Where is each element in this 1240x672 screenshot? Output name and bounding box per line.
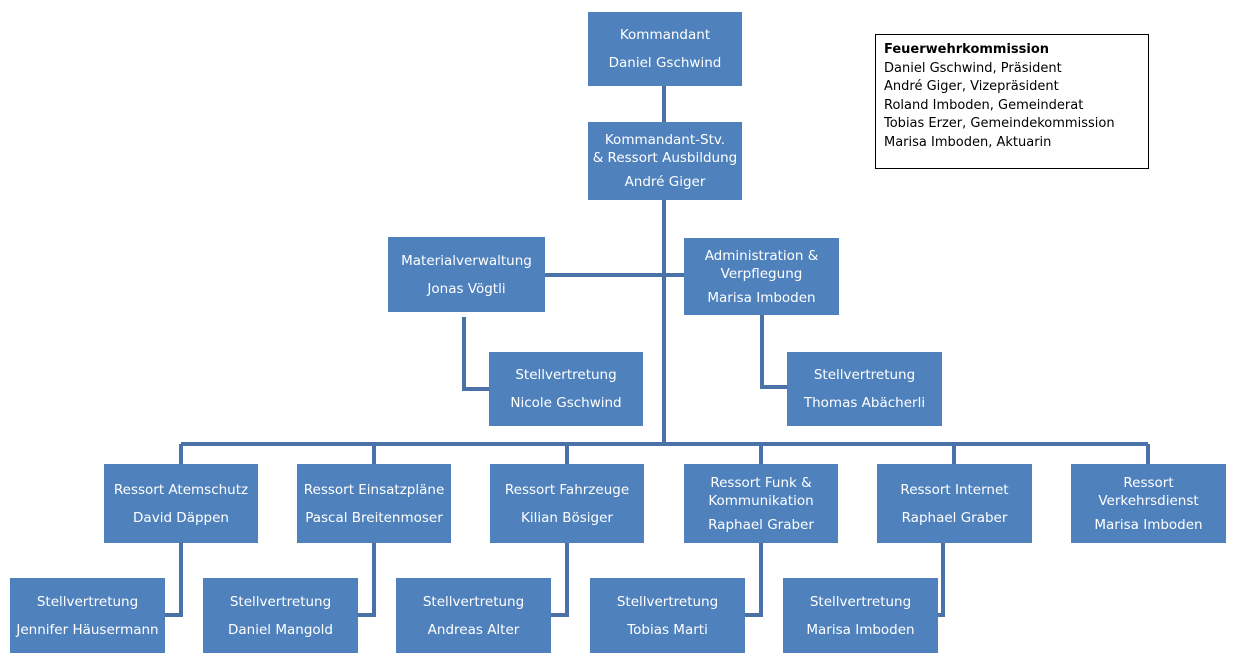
- material-box: Materialverwaltung Jonas Vögtli: [388, 237, 545, 312]
- ressort-deputy-box: Stellvertretung Jennifer Häusermann: [10, 578, 165, 653]
- commission-member: Marisa Imboden, Aktuarin: [884, 134, 1052, 150]
- material-name: Jonas Vögtli: [427, 280, 506, 297]
- ressort-deputy-name: Jennifer Häusermann: [16, 621, 159, 638]
- commission-member: Roland Imboden, Gemeinderat: [884, 97, 1084, 113]
- ressort-deputy-box: Stellvertretung Tobias Marti: [590, 578, 745, 653]
- commission-member: Tobias Erzer, Gemeindekommission: [884, 116, 1115, 131]
- admin-deputy-role: Stellvertretung: [813, 367, 916, 383]
- ressort-name: David Däppen: [133, 509, 229, 526]
- material-role: Materialverwaltung: [401, 252, 532, 269]
- commission-member: Daniel Gschwind, Präsident: [884, 60, 1062, 76]
- ressort-deputy-role: Stellvertretung: [616, 593, 719, 610]
- ressort-deputy-role: Stellvertretung: [36, 593, 139, 610]
- deputy-commander-box: Kommandant-Stv. & Ressort Ausbildung And…: [588, 122, 742, 200]
- admin-box: Administration & Verpflegung Marisa Imbo…: [684, 238, 839, 315]
- ressort-role: Ressort Fahrzeuge: [504, 481, 630, 498]
- commission-member: André Giger, Vizepräsident: [884, 79, 1059, 94]
- ressort-name: Raphael Graber: [901, 509, 1008, 526]
- commander-name: Daniel Gschwind: [608, 55, 722, 71]
- connector-material-deputy: [462, 317, 489, 391]
- ressort-deputy-box: Stellvertretung Andreas Alter: [396, 578, 551, 653]
- admin-name: Marisa Imboden: [707, 289, 816, 306]
- deputy-commander-name: André Giger: [624, 174, 706, 190]
- commission-title: Feuerwehrkommission: [884, 42, 1050, 57]
- ressort-deputy-role: Stellvertretung: [422, 593, 525, 610]
- ressort-role: Ressort Internet: [900, 481, 1009, 498]
- material-deputy-role: Stellvertretung: [515, 367, 617, 383]
- ressort-role: Ressort Atemschutz: [113, 481, 249, 498]
- ressort-role: Ressort Funk & Kommunikation: [708, 474, 814, 509]
- material-deputy-box: Stellvertretung Nicole Gschwind: [489, 352, 643, 426]
- ressort-funk-box: Ressort Funk & Kommunikation Raphael Gra…: [684, 464, 838, 543]
- admin-deputy-box: Stellvertretung Thomas Abächerli: [787, 352, 942, 426]
- ressort-deputy-role: Stellvertretung: [229, 593, 332, 610]
- ressort-fahrzeuge-box: Ressort Fahrzeuge Kilian Bösiger: [490, 464, 644, 543]
- commission-legend: Feuerwehrkommission Daniel Gschwind, Prä…: [875, 34, 1149, 169]
- ressort-name: Marisa Imboden: [1094, 516, 1203, 533]
- commander-role: Kommandant: [619, 27, 711, 43]
- ressort-verkehrsdienst-box: Ressort Verkehrsdienst Marisa Imboden: [1071, 464, 1226, 543]
- ressort-deputy-role: Stellvertretung: [809, 593, 912, 610]
- admin-deputy-name: Thomas Abächerli: [803, 395, 926, 411]
- ressort-deputy-box: Stellvertretung Daniel Mangold: [203, 578, 358, 653]
- commander-box: Kommandant Daniel Gschwind: [588, 12, 742, 86]
- ressort-deputy-name: Andreas Alter: [427, 621, 520, 638]
- ressort-name: Raphael Graber: [708, 516, 814, 533]
- ressort-deputy-name: Marisa Imboden: [806, 621, 915, 638]
- ressort-role: Ressort Einsatzpläne: [303, 481, 445, 498]
- connector-admin-deputy: [760, 315, 787, 389]
- ressort-internet-box: Ressort Internet Raphael Graber: [877, 464, 1032, 543]
- ressort-deputy-box: Stellvertretung Marisa Imboden: [783, 578, 938, 653]
- ressort-atemschutz-box: Ressort Atemschutz David Däppen: [104, 464, 258, 543]
- material-deputy-name: Nicole Gschwind: [510, 395, 622, 411]
- ressort-role: Ressort Verkehrsdienst: [1098, 474, 1199, 509]
- ressort-name: Kilian Bösiger: [521, 509, 613, 526]
- ressort-deputy-name: Tobias Marti: [627, 621, 708, 638]
- admin-role: Administration & Verpflegung: [704, 247, 819, 282]
- deputy-commander-role: Kommandant-Stv. & Ressort Ausbildung: [592, 132, 738, 166]
- ressort-einsatzplaene-box: Ressort Einsatzpläne Pascal Breitenmoser: [297, 464, 451, 543]
- ressort-deputy-name: Daniel Mangold: [228, 621, 333, 638]
- ressort-name: Pascal Breitenmoser: [305, 509, 443, 526]
